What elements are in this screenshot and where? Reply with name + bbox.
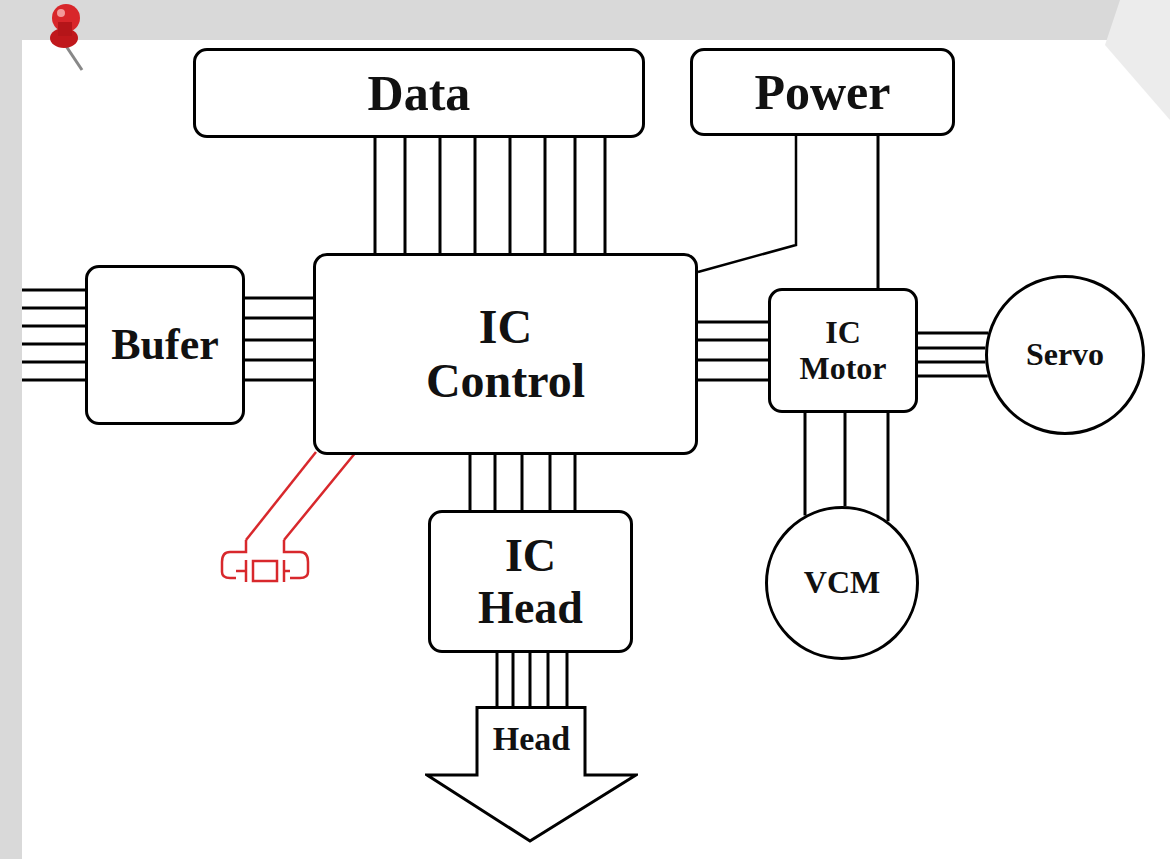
power-box: Power xyxy=(690,48,955,136)
motor-ic-box: IC Motor xyxy=(768,288,918,413)
head-ic-box: IC Head xyxy=(428,510,633,653)
read-write-head: Head xyxy=(425,706,638,843)
node-label: Servo xyxy=(1026,337,1104,373)
bus-wire xyxy=(245,317,313,320)
bus-wire xyxy=(529,653,532,706)
bus-wire xyxy=(245,359,313,362)
node-label: IC Motor xyxy=(783,315,903,387)
paper-curl xyxy=(1105,0,1170,120)
bus-wire xyxy=(918,361,985,364)
bus-wire xyxy=(404,138,407,253)
bus-wire xyxy=(547,653,550,706)
bus-wire xyxy=(512,653,515,706)
bus-connector xyxy=(698,136,796,272)
bus-wire xyxy=(844,413,847,506)
node-label: IC Head xyxy=(456,530,606,633)
bus-wire xyxy=(574,138,577,253)
bus-wire xyxy=(698,339,768,342)
bus-connector xyxy=(698,322,768,380)
bus-wire xyxy=(496,653,499,706)
bus-wire xyxy=(245,339,313,342)
bus-wire xyxy=(374,138,377,253)
bus-wire xyxy=(698,359,768,362)
node-label: Power xyxy=(754,64,890,120)
power-wire xyxy=(698,136,796,272)
bus-wire xyxy=(245,379,313,382)
data-bus-box: Data xyxy=(193,48,645,138)
bus-wire xyxy=(474,138,477,253)
paper-sheet xyxy=(22,40,1170,859)
bus-wire xyxy=(509,138,512,253)
bus-wire xyxy=(877,136,880,288)
node-label: Data xyxy=(368,65,471,121)
bus-connector xyxy=(878,136,879,288)
bus-wire xyxy=(604,138,607,253)
bus-wire xyxy=(698,379,768,382)
bus-wire xyxy=(887,413,890,521)
node-label: Bufer xyxy=(111,320,219,369)
bus-wire xyxy=(566,653,569,706)
node-label: VCM xyxy=(804,565,880,601)
bus-wire xyxy=(245,297,313,300)
bus-connector xyxy=(245,298,313,380)
bus-wire xyxy=(469,455,472,510)
head-arrow-shape xyxy=(427,708,636,842)
servo-motor: Servo xyxy=(985,275,1145,435)
buffer-box: Bufer xyxy=(85,265,245,425)
bus-connector xyxy=(918,333,988,376)
bus-connector xyxy=(470,455,575,510)
bus-connector xyxy=(497,653,567,706)
node-label: IC Control xyxy=(406,300,606,408)
vcm-motor: VCM xyxy=(765,506,919,660)
bus-wire xyxy=(574,455,577,510)
bus-wire xyxy=(918,347,985,350)
bus-wire xyxy=(804,413,807,515)
node-label: Head xyxy=(493,720,570,758)
bus-wire xyxy=(439,138,442,253)
input-bus-lines xyxy=(22,290,86,380)
bus-wire xyxy=(494,455,497,510)
bus-connector xyxy=(805,413,888,521)
bus-wire xyxy=(521,455,524,510)
bus-connector xyxy=(375,138,605,253)
bus-wire xyxy=(698,321,768,324)
bus-wire xyxy=(549,455,552,510)
bus-wire xyxy=(918,332,988,335)
push-pin xyxy=(50,4,82,70)
bus-wire xyxy=(918,375,988,378)
control-ic-box: IC Control xyxy=(313,253,698,455)
bus-wire xyxy=(544,138,547,253)
